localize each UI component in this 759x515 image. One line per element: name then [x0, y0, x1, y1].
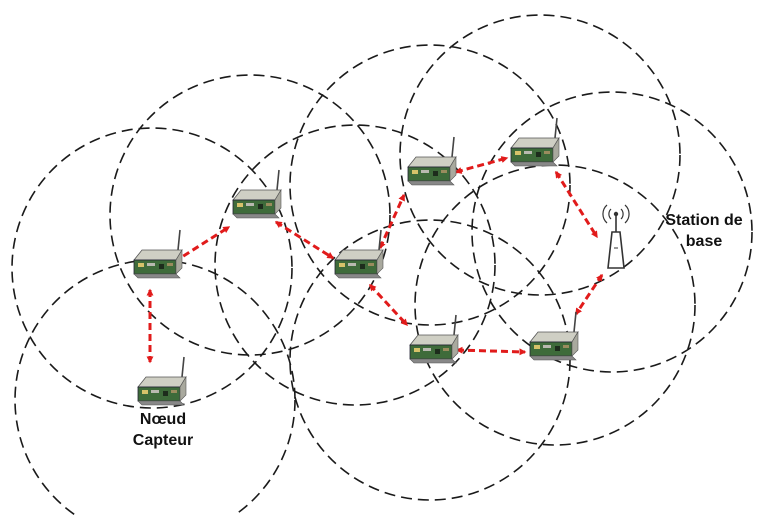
- link-arrow: [368, 283, 409, 327]
- base-station-label: Station de base: [654, 210, 754, 252]
- range-circle: [471, 91, 753, 373]
- sensor-node-icon: [510, 117, 560, 167]
- base-station-label-line1: Station de: [665, 212, 743, 229]
- link-arrow: [274, 220, 335, 260]
- sensor-node-icon: [409, 314, 459, 364]
- sensor-node-label-line1: Nœud: [139, 411, 187, 428]
- range-circle: [414, 164, 696, 446]
- sensor-node-icon: [133, 229, 183, 279]
- link-arrow: [574, 273, 604, 316]
- range-circle: [399, 14, 681, 296]
- link-arrow: [378, 193, 406, 250]
- base-station-label-line2: base: [685, 233, 723, 250]
- base-station-icon: [602, 204, 630, 269]
- link-arrow: [454, 156, 509, 174]
- sensor-node-icon: [334, 229, 384, 279]
- link-arrow: [554, 170, 599, 239]
- sensor-node-icon: [407, 136, 457, 186]
- sensor-node-label: Nœud Capteur: [118, 409, 208, 451]
- links: [146, 156, 604, 364]
- range-circle: [14, 259, 296, 515]
- link-arrow: [455, 346, 527, 356]
- sensor-node-label-line2: Capteur: [132, 432, 194, 449]
- range-circle: [214, 124, 496, 406]
- sensor-node-icon: [137, 356, 187, 406]
- sensor-nodes: [133, 117, 579, 406]
- range-circle: [11, 127, 293, 409]
- sensor-node-icon: [232, 169, 282, 219]
- sensor-node-icon: [529, 311, 579, 361]
